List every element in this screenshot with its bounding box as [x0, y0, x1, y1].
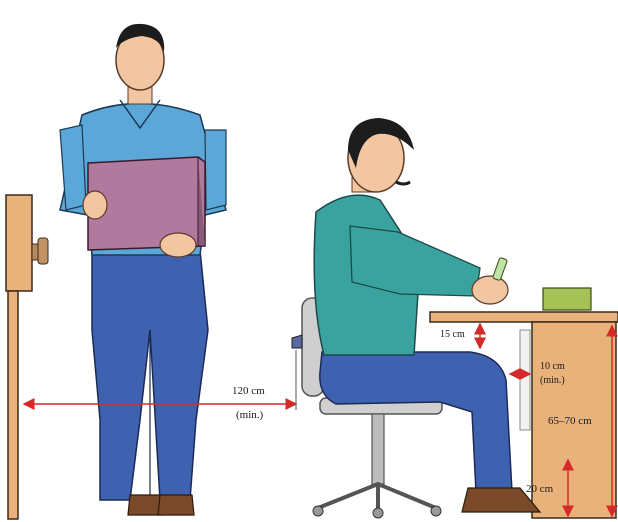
desk-book [543, 288, 591, 310]
knee-gap-label: 10 cm [540, 362, 565, 372]
foot-clearance-label: 20 cm [526, 484, 553, 495]
aisle-min-label: (min.) [236, 410, 263, 421]
cabinet-handle [32, 238, 48, 264]
aisle-width-label: 120 cm [232, 386, 265, 397]
standing-man [60, 24, 226, 515]
cabinet [6, 195, 48, 519]
thigh-clearance-label: 15 cm [440, 330, 465, 340]
desk-height-label: 65–70 cm [548, 416, 592, 427]
knee-gap-min-label: (min.) [540, 376, 565, 386]
